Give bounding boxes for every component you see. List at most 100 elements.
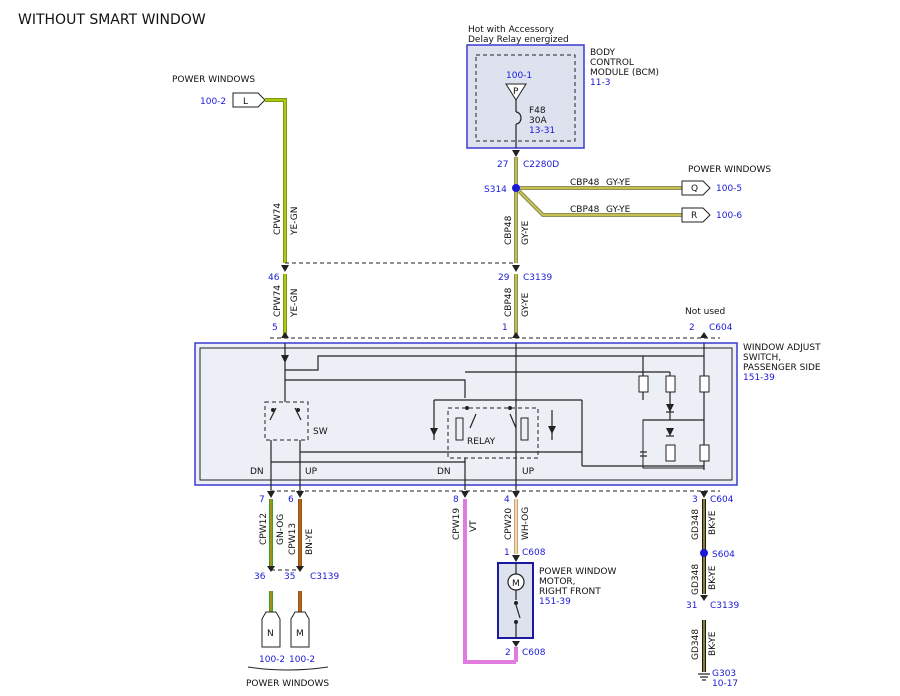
trunk-wire-id: CBP48 <box>504 215 514 245</box>
branch-r-ref-link[interactable]: 100-6 <box>716 211 742 221</box>
trunk-wire-color: GY-YE <box>521 220 531 245</box>
bcm-box <box>466 44 585 149</box>
connector-q-letter: Q <box>691 184 698 194</box>
branch-r-color: GY-YE <box>606 205 631 215</box>
ground-c3139-connector: C3139 <box>710 601 739 611</box>
switch-ref-link[interactable]: 151-39 <box>743 373 775 383</box>
splice-s314-dot <box>512 184 520 192</box>
fuse-page-link[interactable]: 13-31 <box>529 126 555 136</box>
fuse-rating: 30A <box>529 116 547 126</box>
fuse-symbol <box>515 111 522 125</box>
bcm-pin: 27 <box>497 160 508 170</box>
switch-dn-2: DN <box>437 467 451 477</box>
sw-box <box>264 401 309 441</box>
power-windows-heading-bottom: POWER WINDOWS <box>246 679 329 689</box>
motor-ref-link[interactable]: 151-39 <box>539 597 571 607</box>
connector-r <box>681 207 711 223</box>
splice-s314-label: S314 <box>484 185 507 195</box>
ground-wire-1: GD348 <box>691 509 701 540</box>
c604-right-pin: 1 <box>502 323 508 333</box>
motor-top-pin: 1 <box>504 548 510 558</box>
motor-label-2: MOTOR, <box>539 577 576 587</box>
not-used-label: Not used <box>685 307 725 317</box>
switch-up-2: UP <box>522 467 535 477</box>
branch-q-wire: CBP48 <box>570 178 600 188</box>
power-window-motor: M <box>497 562 534 639</box>
motor-bottom-pin: 2 <box>505 648 511 658</box>
connector-l-letter: L <box>243 97 248 107</box>
ground-wire-2: GD348 <box>691 564 701 595</box>
bl-c3139-pin-b: 35 <box>284 572 295 582</box>
c3139-right-wire-color: GY-YE <box>521 292 531 317</box>
ground-c3139-pin: 31 <box>686 601 697 611</box>
splice-s604-dot <box>700 549 708 557</box>
not-used-pin: 2 <box>689 323 695 333</box>
motor-pin-og: 4 <box>504 495 510 505</box>
bl-pin-a: 7 <box>259 495 265 505</box>
branch-r-wire: CBP48 <box>570 205 600 215</box>
motor-bottom-connector: C608 <box>522 648 546 658</box>
bl-wire-a: CPW12 <box>259 513 269 545</box>
branch-q-ref-link[interactable]: 100-5 <box>716 184 742 194</box>
c3139-top-connector: C3139 <box>523 273 552 283</box>
motor-color-vt: VT <box>469 520 479 532</box>
relay-label: RELAY <box>467 437 496 447</box>
splice-s604-label: S604 <box>712 550 735 560</box>
ground-icon <box>698 673 710 681</box>
c3139-top-pin-left: 46 <box>268 273 280 283</box>
bl-c3139-connector: C3139 <box>310 572 339 582</box>
bcm-ref-link[interactable]: 11-3 <box>590 78 610 88</box>
bcm-module: Hot with Accessory Delay Relay energized… <box>466 25 659 149</box>
connector-m-ref-link[interactable]: 100-2 <box>289 655 315 665</box>
bl-color-b: BN-YE <box>305 528 315 555</box>
fuse-letter: P <box>513 87 519 97</box>
diagram-title: WITHOUT SMART WINDOW <box>18 12 206 28</box>
bl-c3139-pin-a: 36 <box>254 572 266 582</box>
c3139-left-wire-id: CPW74 <box>273 285 283 317</box>
connector-q <box>681 180 711 196</box>
top-left-wire-color: YE-GN <box>290 207 300 236</box>
ground-color-3: BK-YE <box>708 631 718 656</box>
window-adjust-switch: SW RELAY DN UP DN UP WINDOW ADJUST SWITC… <box>194 332 821 492</box>
motor-symbol: M <box>512 579 520 589</box>
c3139-top-pin-right: 29 <box>498 273 510 283</box>
switch-dn-1: DN <box>250 467 264 477</box>
bcm-connector: C2280D <box>523 160 559 170</box>
ground-color-2: BK-YE <box>708 565 718 590</box>
fuse-name: F48 <box>529 106 546 116</box>
motor-top-connector: C608 <box>522 548 546 558</box>
fuse-ref-link[interactable]: 100-1 <box>506 71 532 81</box>
motor-wire-vt: CPW19 <box>452 508 462 540</box>
connector-r-letter: R <box>691 211 697 221</box>
bcm-label-1: BODY <box>590 48 616 58</box>
connector-l <box>232 92 266 108</box>
sw-label: SW <box>313 427 328 437</box>
branch-q-color: GY-YE <box>606 178 631 188</box>
switch-label-3: PASSENGER SIDE <box>743 363 821 373</box>
bl-wire-b: CPW13 <box>288 523 298 555</box>
switch-inner-box <box>199 347 733 481</box>
top-left-wire-id: CPW74 <box>273 203 283 235</box>
c3139-right-wire-id: CBP48 <box>504 287 514 317</box>
c3139-left-wire-color: YE-GN <box>290 289 300 318</box>
ground-ref-link[interactable]: 10-17 <box>712 679 738 689</box>
switch-up-1: UP <box>305 467 318 477</box>
connector-n-ref-link[interactable]: 100-2 <box>259 655 285 665</box>
bcm-label-2: CONTROL <box>590 58 634 68</box>
ground-pin: 3 <box>692 495 698 505</box>
switch-label-2: SWITCH, <box>743 353 781 363</box>
motor-label-1: POWER WINDOW <box>539 567 617 577</box>
bcm-label-3: MODULE (BCM) <box>590 68 659 78</box>
motor-label-3: RIGHT FRONT <box>539 587 601 597</box>
connector-n-letter: N <box>267 629 274 639</box>
motor-wire-og: CPW20 <box>504 508 514 540</box>
motor-color-og: WH-OG <box>521 507 531 540</box>
ground-id: G303 <box>712 669 736 679</box>
top-left-ref-link[interactable]: 100-2 <box>200 97 226 107</box>
fuse-source-triangle <box>505 83 527 101</box>
bl-pin-b: 6 <box>288 495 294 505</box>
connector-n <box>261 611 281 648</box>
bcm-inner-dash <box>475 54 576 142</box>
bcm-caption-2: Delay Relay energized <box>468 35 569 45</box>
